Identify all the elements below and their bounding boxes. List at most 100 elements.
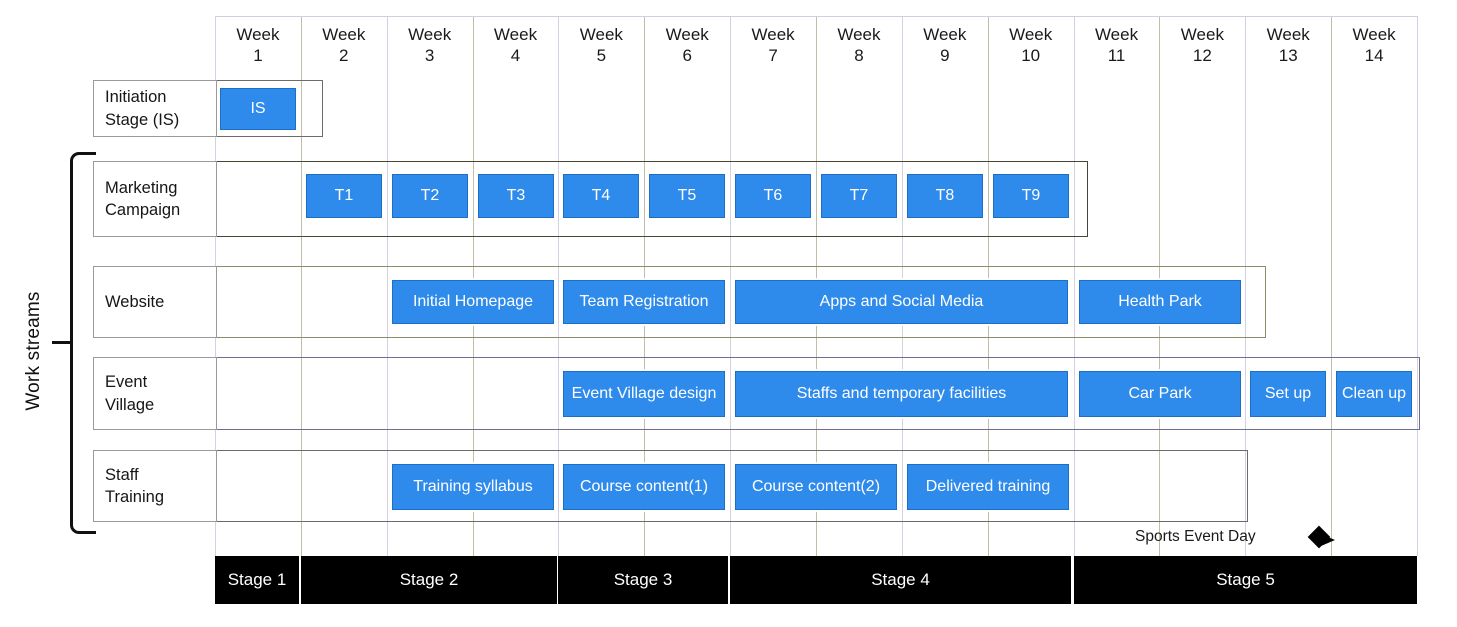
task-bar[interactable]: T8 <box>907 174 983 218</box>
week-header-number: 9 <box>940 45 950 65</box>
week-header-number: 10 <box>1021 45 1041 65</box>
week-gridline <box>301 16 302 556</box>
week-header-word: Week <box>1352 25 1396 45</box>
week-header-word: Week <box>665 25 709 45</box>
task-bar[interactable]: T9 <box>993 174 1069 218</box>
milestone-label: Sports Event Day <box>1135 528 1256 545</box>
week-gridline <box>1074 16 1075 556</box>
week-gridline <box>1331 16 1332 556</box>
task-bar[interactable]: T1 <box>306 174 382 218</box>
task-bar[interactable]: Car Park <box>1079 371 1241 417</box>
stage-bar[interactable]: Stage 2 <box>301 556 559 604</box>
task-bar[interactable]: T4 <box>563 174 639 218</box>
task-bar[interactable]: Team Registration <box>563 280 725 324</box>
week-header-number: 6 <box>682 45 692 65</box>
row-label-line1: Marketing <box>105 178 178 197</box>
week-header-word: Week <box>579 25 623 45</box>
week-header-word: Week <box>837 25 881 45</box>
week-header-number: 5 <box>596 45 607 65</box>
week-gridline <box>1245 16 1246 556</box>
task-bar[interactable]: Apps and Social Media <box>735 280 1068 324</box>
row-label-line1: Website <box>105 292 165 311</box>
stage-bar[interactable]: Stage 5 <box>1074 556 1417 604</box>
week-header-word: Week <box>408 25 452 45</box>
task-bar[interactable]: Course content(2) <box>735 464 897 510</box>
stage-bar-label: Stage 1 <box>227 570 287 589</box>
task-bar[interactable]: T7 <box>821 174 897 218</box>
task-bar[interactable]: T6 <box>735 174 811 218</box>
week-header-word: Week <box>1094 25 1139 45</box>
stage-bar-row: Stage 1 Stage 2 Stage 3 Stage 4 Stage 5 <box>215 556 1417 604</box>
task-bar[interactable]: T5 <box>649 174 725 218</box>
task-bar[interactable]: T2 <box>392 174 468 218</box>
task-bar[interactable]: Initial Homepage <box>392 280 554 324</box>
row-label-website: Website <box>93 266 217 338</box>
week-header-number: 2 <box>339 45 349 65</box>
stage-bar[interactable]: Stage 3 <box>558 556 730 604</box>
week-header-number: 13 <box>1278 45 1298 65</box>
row-label-staff-training: Staff Training <box>93 450 217 522</box>
week-header-number: 8 <box>854 45 864 65</box>
row-label-line1: Staff <box>105 465 139 484</box>
work-streams-bracket-tick <box>52 341 72 344</box>
week-header-number: 1 <box>253 45 263 65</box>
row-label-initiation: Initiation Stage (IS) <box>93 80 217 137</box>
week-gridline <box>558 16 559 556</box>
week-header-word: Week <box>1266 25 1310 45</box>
week-header-number: 7 <box>768 45 778 65</box>
row-label-line2: Village <box>105 395 155 414</box>
task-bar[interactable]: T3 <box>478 174 554 218</box>
milestone-diamond-icon <box>1307 525 1335 549</box>
week-gridline <box>1417 16 1418 556</box>
stage-bar[interactable]: Stage 4 <box>730 556 1073 604</box>
task-bar[interactable]: IS <box>220 88 296 130</box>
week-header-word: Week <box>493 25 538 45</box>
task-bar[interactable]: Staffs and temporary facilities <box>735 371 1068 417</box>
axis-label-work-streams: Work streams <box>23 291 44 411</box>
week-header-number: 12 <box>1192 45 1212 65</box>
row-label-event-village: Event Village <box>93 357 217 430</box>
row-label-line2: Training <box>105 488 164 506</box>
week-header-number: 3 <box>424 45 435 65</box>
week-header-number: 14 <box>1364 45 1384 65</box>
week-header-word: Week <box>751 25 795 45</box>
week-header-word: Week <box>923 25 967 45</box>
task-bar[interactable]: Set up <box>1250 371 1326 417</box>
task-bar[interactable]: Course content(1) <box>563 464 725 510</box>
week-gridline <box>387 16 388 556</box>
task-bar[interactable]: Clean up <box>1336 371 1412 417</box>
task-bar[interactable]: Training syllabus <box>392 464 554 510</box>
row-label-line1: Initiation <box>105 88 167 107</box>
stage-bar[interactable]: Stage 1 <box>215 556 301 604</box>
week-header-word: Week <box>1180 25 1224 45</box>
stage-bar-label: Stage 5 <box>1216 570 1275 589</box>
week-header-word: Week <box>236 25 280 45</box>
row-label-marketing: Marketing Campaign <box>93 161 217 237</box>
row-label-line2: Stage (IS) <box>105 110 180 129</box>
week-header-number: 4 <box>510 45 521 65</box>
stage-bar-label: Stage 3 <box>613 570 673 589</box>
week-header-word: Week <box>322 25 366 45</box>
task-bar[interactable]: Event Village design <box>563 371 725 417</box>
row-label-line2: Campaign <box>105 201 181 219</box>
task-bar[interactable]: Delivered training <box>907 464 1069 510</box>
week-header-number: 11 <box>1107 45 1126 65</box>
week-gridline <box>730 16 731 556</box>
row-label-line1: Event <box>105 373 148 392</box>
task-bar[interactable]: Health Park <box>1079 280 1241 324</box>
